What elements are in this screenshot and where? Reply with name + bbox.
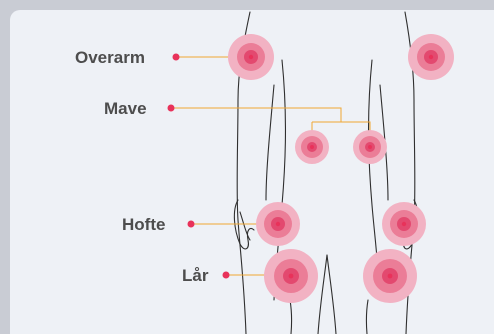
injection-site-upper-arm-right[interactable]: [408, 34, 454, 80]
label-hip: Hofte: [122, 215, 165, 234]
thigh-dot-icon: [223, 272, 230, 279]
injection-site-hip-left[interactable]: [256, 202, 300, 246]
injection-site-hip-right[interactable]: [382, 202, 426, 246]
upper-arm-dot-icon: [173, 54, 180, 61]
label-upper-arm: Overarm: [75, 48, 145, 67]
injection-site-thigh-left[interactable]: [264, 249, 318, 303]
label-thigh: Lår: [182, 266, 209, 285]
injection-site-belly-right[interactable]: [353, 130, 387, 164]
label-belly: Mave: [104, 99, 147, 118]
injection-site-upper-arm-left[interactable]: [228, 34, 274, 80]
injection-site-thigh-right[interactable]: [363, 249, 417, 303]
injection-site-belly-left[interactable]: [295, 130, 329, 164]
hip-dot-icon: [188, 221, 195, 228]
belly-dot-icon: [168, 105, 175, 112]
